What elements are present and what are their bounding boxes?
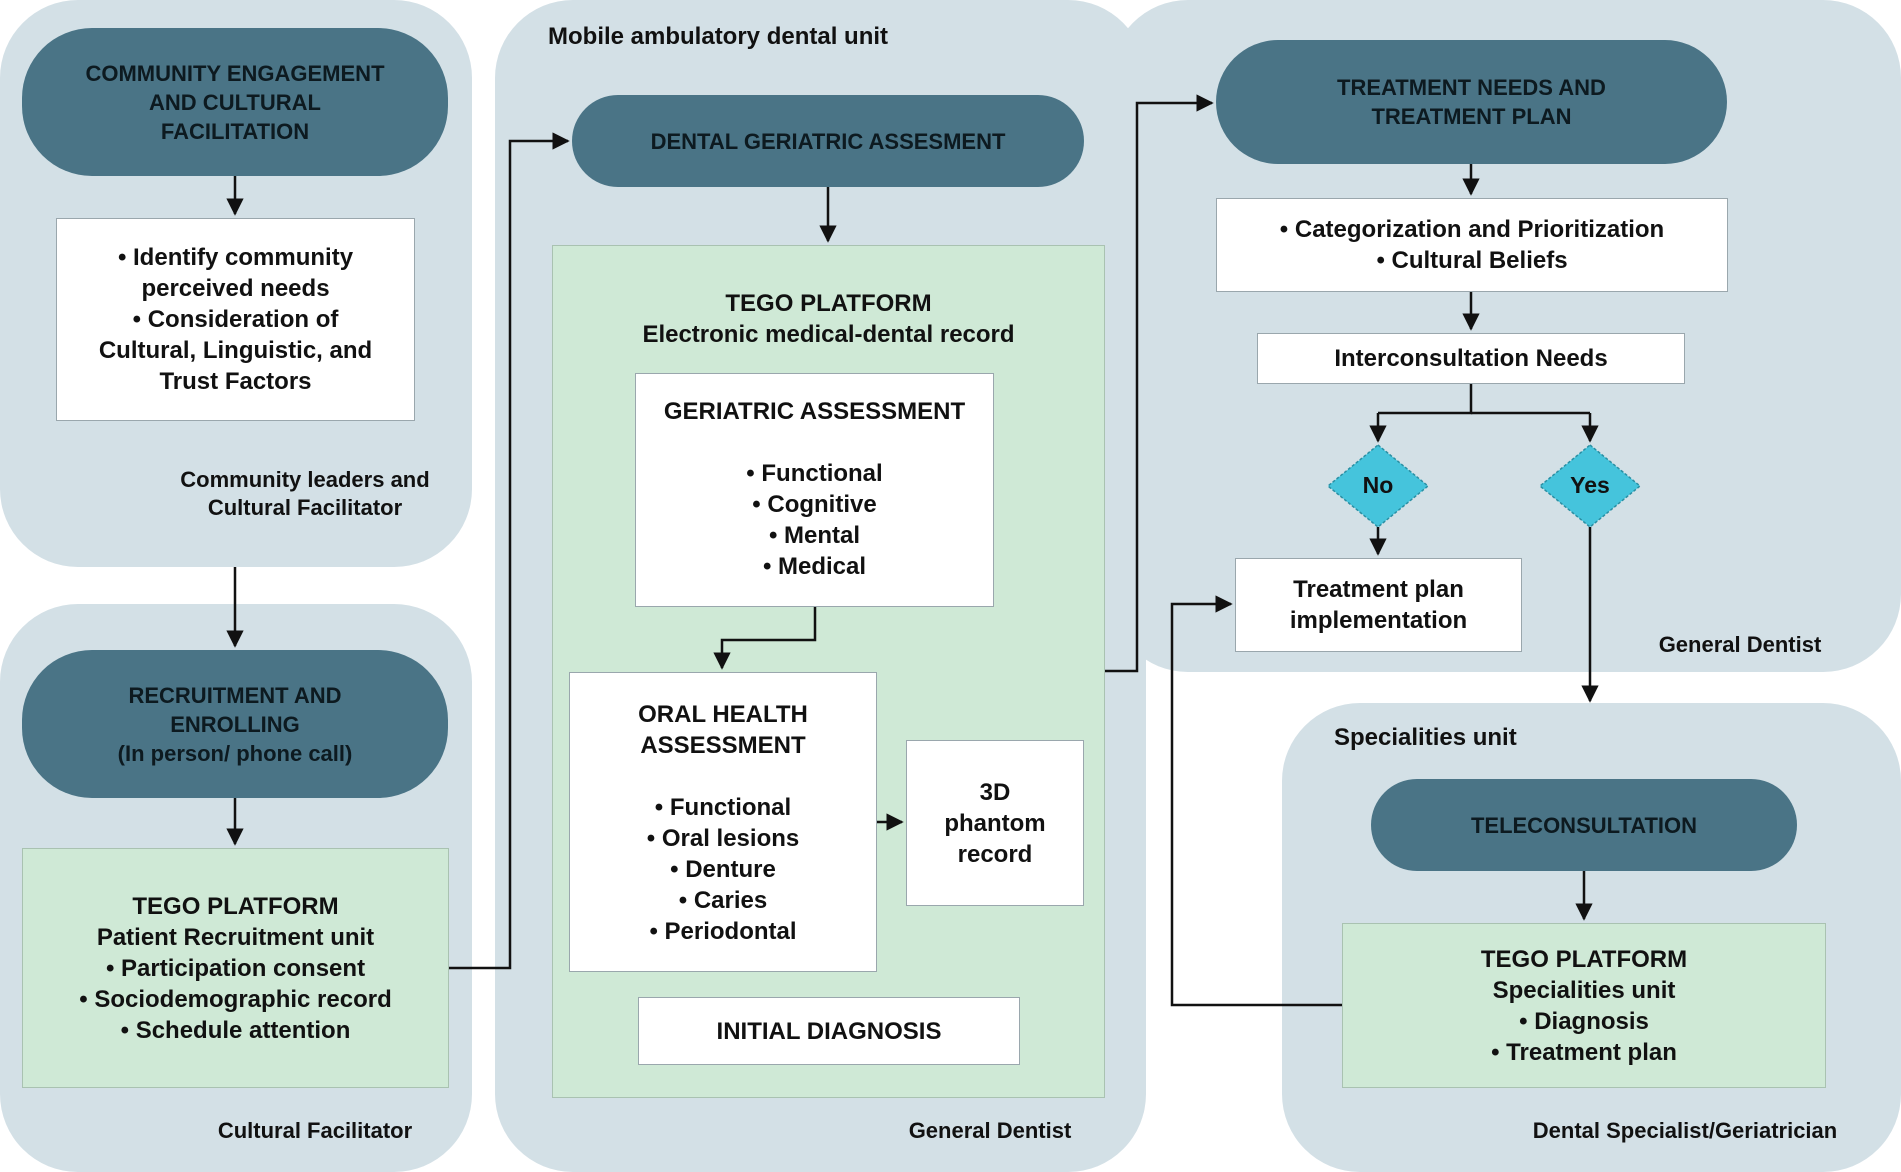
phantom-record-box: 3D phantom record [906,740,1084,906]
specialities-role: Dental Specialist/Geriatrician [1532,1118,1838,1143]
recruitment-platform-box: TEGO PLATFORM Patient Recruitment unit P… [22,848,449,1088]
mobile-unit-title: Mobile ambulatory dental unit [548,23,889,50]
geriatric-bullet-2: Cognitive [752,489,876,520]
geriatric-bullet-3: Mental [769,520,860,551]
implementation-box: Treatment plan implementation [1235,558,1522,652]
mobile-platform-sub: Electronic medical-dental record [642,321,1015,348]
recruitment-role: Cultural Facilitator [217,1118,413,1143]
recruitment-header-line-1: RECRUITMENT AND [128,682,342,708]
implementation-line-1: Treatment plan [1293,576,1464,603]
arrow-recruitment-to-mobile [449,132,570,970]
recruitment-header-line-2: ENROLLING [170,711,300,737]
dental-geriatric-header-text: DENTAL GERIATRIC ASSESMENT [650,128,1006,154]
oral-title-2: ASSESSMENT [640,732,806,759]
specialities-bullet-1: Diagnosis [1519,1006,1649,1037]
arrow-geriatric-to-oral [713,607,817,670]
specialities-platform-title: TEGO PLATFORM [1480,945,1688,973]
specialities-platform-box: TEGO PLATFORM Specialities unit Diagnosi… [1342,923,1826,1088]
treatment-item-1: Categorization and Prioritization [1280,214,1664,245]
treatment-needs-header: TREATMENT NEEDS AND TREATMENT PLAN [1216,40,1727,164]
community-header-line-3: FACILITATION [160,118,310,144]
oral-title-1: ORAL HEALTH [638,701,808,728]
recruitment-bullet-2: Sociodemographic record [79,984,391,1015]
categorization-box: Categorization and Prioritization Cultur… [1216,198,1728,292]
oral-bullet-3: Denture [670,854,776,885]
phantom-line-2: phantom [944,809,1046,837]
interconsultation-label: Interconsultation Needs [1334,345,1608,372]
community-engagement-header: COMMUNITY ENGAGEMENT AND CULTURAL FACILI… [22,28,448,176]
recruitment-platform-sub: Patient Recruitment unit [96,923,375,951]
oral-health-box: ORAL HEALTH ASSESSMENT Functional Oral l… [569,672,877,972]
oral-bullet-1: Functional [655,792,791,823]
treatment-header-line-1: TREATMENT NEEDS AND [1337,75,1606,100]
dental-geriatric-header: DENTAL GERIATRIC ASSESMENT [572,95,1084,187]
oral-bullet-5: Periodontal [649,916,797,947]
recruitment-header-line-3: (In person/ phone call) [117,740,353,766]
community-item-2a: Consideration of [133,304,339,335]
recruitment-header: RECRUITMENT AND ENROLLING (In person/ ph… [22,650,448,798]
arrow-specialities-to-implementation [1170,595,1342,1007]
yes-diamond [1538,444,1642,528]
phantom-line-1: 3D [979,778,1011,806]
specialities-bullet-2: Treatment plan [1491,1037,1677,1068]
community-item-1b: perceived needs [141,275,330,302]
specialities-platform-sub: Specialities unit [1492,976,1676,1004]
teleconsultation-header: TELECONSULTATION [1371,779,1797,871]
phantom-line-3: record [957,840,1033,868]
community-role-line-2: Cultural Facilitator [207,495,403,520]
community-needs-box: Identify community perceived needs Consi… [56,218,415,421]
recruitment-bullet-3: Schedule attention [121,1015,351,1046]
treatment-item-2: Cultural Beliefs [1376,245,1568,276]
initial-diagnosis-box: INITIAL DIAGNOSIS [638,997,1020,1065]
mobile-platform-title: TEGO PLATFORM [725,290,932,317]
oral-bullet-2: Oral lesions [647,823,799,854]
community-role: Community leaders and Cultural Facilitat… [150,466,460,522]
community-item-1a: Identify community [118,242,353,273]
community-header-line-2: AND CULTURAL [149,89,321,115]
recruitment-bullet-1: Participation consent [106,953,365,984]
implementation-line-2: implementation [1289,607,1468,634]
geriatric-bullet-4: Medical [763,551,866,582]
community-role-line-1: Community leaders and [180,467,430,492]
connector-interconsultation-split [1378,384,1473,415]
arrow-mobile-to-treatment [1105,94,1214,673]
yes-label: Yes [1570,472,1610,498]
geriatric-title: GERIATRIC ASSESSMENT [663,398,966,425]
specialities-title: Specialities unit [1334,724,1517,751]
community-item-2b: Cultural, Linguistic, and [98,337,373,364]
geriatric-assessment-box: GERIATRIC ASSESSMENT Functional Cognitiv… [635,373,994,607]
geriatric-bullet-1: Functional [746,458,882,489]
community-header-line-1: COMMUNITY ENGAGEMENT [85,60,385,86]
treatment-header-line-2: TREATMENT PLAN [1371,104,1572,129]
oral-bullet-4: Caries [679,885,767,916]
recruitment-platform-title: TEGO PLATFORM [132,892,339,920]
interconsultation-box: Interconsultation Needs [1257,333,1685,384]
no-label: No [1362,472,1394,498]
mobile-unit-role: General Dentist [908,1118,1072,1143]
community-item-2c: Trust Factors [159,368,312,395]
initial-diagnosis-label: INITIAL DIAGNOSIS [716,1017,942,1045]
treatment-role: General Dentist [1658,632,1822,657]
teleconsultation-text: TELECONSULTATION [1470,812,1698,838]
no-diamond [1326,444,1430,528]
